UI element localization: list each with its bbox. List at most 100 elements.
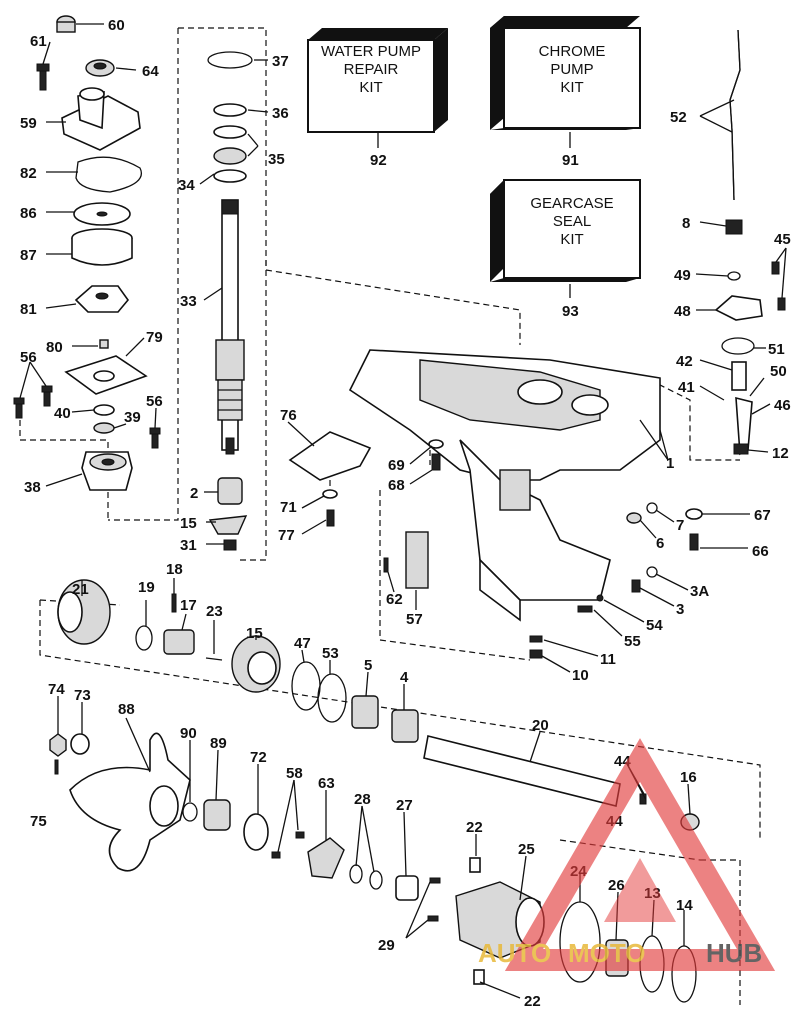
kit-line: REPAIR (344, 61, 399, 78)
callout: 66 (752, 543, 769, 560)
kit-line: WATER PUMP (321, 43, 421, 60)
callout: 31 (180, 537, 197, 554)
callout: 50 (770, 363, 787, 380)
callout: 80 (46, 339, 63, 356)
kit-box-chrome-pump: CHROME PUMP KIT 91 (490, 16, 641, 169)
callout: 68 (388, 477, 405, 494)
kit-box-gearcase-seal: GEARCASE SEAL KIT 93 (490, 179, 641, 320)
callout: 3A (690, 583, 709, 600)
callout: 2 (190, 485, 198, 502)
callout: 4 (400, 669, 409, 686)
callout: 6 (656, 535, 664, 552)
callout: 81 (20, 301, 37, 318)
callout: 82 (20, 165, 37, 182)
callout: 59 (20, 115, 37, 132)
callout: 10 (572, 667, 589, 684)
assembly-dashed-lines (19, 27, 761, 1005)
callout: 1 (666, 455, 674, 472)
callout: 35 (268, 151, 285, 168)
callout: 7 (676, 517, 684, 534)
callout: 62 (386, 591, 403, 608)
kit-line: CHROME (539, 43, 606, 60)
callout: 88 (118, 701, 135, 718)
callout: 3 (676, 601, 684, 618)
callout: 74 (48, 681, 65, 698)
callout: 61 (30, 33, 47, 50)
callout: 12 (772, 445, 789, 462)
callout: 34 (178, 177, 195, 194)
callout: 33 (180, 293, 197, 310)
callout: 14 (676, 897, 693, 914)
kit-ref: 93 (562, 303, 579, 320)
callout: 28 (354, 791, 371, 808)
callout: 47 (294, 635, 311, 652)
callout: 26 (608, 877, 625, 894)
callout: 64 (142, 63, 159, 80)
callout: 45 (774, 231, 791, 248)
callout: 86 (20, 205, 37, 222)
watermark-text: MOTO (568, 938, 646, 968)
callout: 52 (670, 109, 687, 126)
callout: 87 (20, 247, 37, 264)
callout: 53 (322, 645, 339, 662)
callout: 51 (768, 341, 785, 358)
watermark-text: HUB (706, 938, 762, 968)
callout: 11 (600, 651, 616, 668)
callout: 29 (378, 937, 395, 954)
kit-box-water-pump: WATER PUMP REPAIR KIT 92 (307, 28, 448, 169)
callout: 89 (210, 735, 227, 752)
watermark-logo: AUTO MOTO HUB (478, 738, 776, 971)
shift-parts (529, 29, 786, 659)
propshaft-parts (57, 579, 700, 831)
callout: 20 (532, 717, 549, 734)
callout: 37 (272, 53, 289, 70)
callout: 90 (180, 725, 197, 742)
callout: 49 (674, 267, 691, 284)
callout: 18 (166, 561, 183, 578)
callout: 75 (30, 813, 47, 830)
callout: 55 (624, 633, 641, 650)
callout: 27 (396, 797, 413, 814)
callout: 54 (646, 617, 663, 634)
callout: 69 (388, 457, 405, 474)
kit-line: GEARCASE (530, 195, 613, 212)
callout: 72 (250, 749, 267, 766)
callout: 21 (72, 581, 89, 598)
kit-line: KIT (560, 79, 583, 96)
callout: 15 (246, 625, 263, 642)
callout: 22 (524, 993, 541, 1010)
callout: 39 (124, 409, 141, 426)
callout: 57 (406, 611, 423, 628)
callout: 46 (774, 397, 791, 414)
callout: 79 (146, 329, 163, 346)
callout: 48 (674, 303, 691, 320)
callout: 42 (676, 353, 693, 370)
callout: 76 (280, 407, 297, 424)
callout: 67 (754, 507, 771, 524)
kit-ref: 92 (370, 152, 387, 169)
callout: 40 (54, 405, 71, 422)
callout: 71 (280, 499, 297, 516)
driveshaft-parts (207, 51, 253, 551)
kit-line: PUMP (550, 61, 593, 78)
callout: 60 (108, 17, 125, 34)
callout: 38 (24, 479, 41, 496)
callout: 15 (180, 515, 197, 532)
kit-line: SEAL (553, 213, 591, 230)
callout: 22 (466, 819, 483, 836)
callout: 63 (318, 775, 335, 792)
callout: 16 (680, 769, 697, 786)
callout: 25 (518, 841, 535, 858)
callout: 73 (74, 687, 91, 704)
kit-line: KIT (359, 79, 382, 96)
callout: 56 (20, 349, 37, 366)
kit-ref: 91 (562, 152, 579, 169)
callout: 77 (278, 527, 295, 544)
water-pump-parts (13, 15, 161, 491)
callout: 41 (678, 379, 695, 396)
callout: 36 (272, 105, 289, 122)
callout: 5 (364, 657, 372, 674)
callout: 23 (206, 603, 223, 620)
callout: 58 (286, 765, 303, 782)
